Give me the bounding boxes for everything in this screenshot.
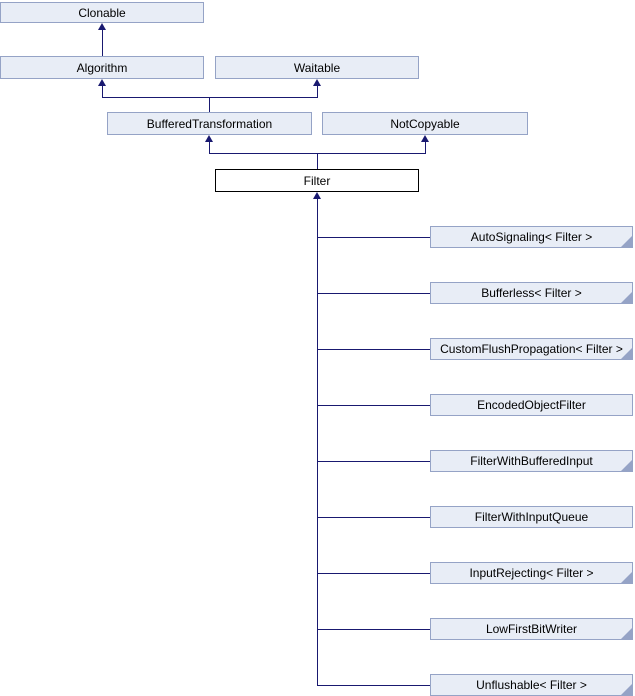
node-bufferless[interactable]: Bufferless< Filter >	[430, 282, 633, 304]
node-custom-flush-propagation[interactable]: CustomFlushPropagation< Filter >	[430, 338, 633, 360]
node-filter: Filter	[215, 169, 419, 192]
node-label: Filter	[303, 173, 331, 188]
folded-corner-icon	[621, 236, 632, 247]
node-label: NotCopyable	[390, 116, 460, 131]
node-label: LowFirstBitWriter	[485, 622, 578, 636]
edge-line	[317, 517, 430, 518]
node-waitable[interactable]: Waitable	[215, 56, 419, 79]
node-filter-with-input-queue[interactable]: FilterWithInputQueue	[430, 506, 633, 528]
folded-corner-icon	[621, 348, 632, 359]
node-not-copyable[interactable]: NotCopyable	[322, 112, 528, 135]
folded-corner-icon	[621, 628, 632, 639]
node-label: EncodedObjectFilter	[477, 398, 586, 412]
node-input-rejecting[interactable]: InputRejecting< Filter >	[430, 562, 633, 584]
arrowhead-icon	[205, 135, 213, 142]
node-label: Clonable	[78, 5, 126, 20]
node-label: Waitable	[293, 60, 341, 75]
edge-line	[209, 142, 210, 153]
edge-line	[425, 142, 426, 153]
edge-line	[209, 97, 210, 112]
node-label: FilterWithInputQueue	[474, 510, 589, 524]
edge-line	[317, 629, 430, 630]
arrowhead-icon	[313, 192, 321, 199]
edge-line	[317, 405, 430, 406]
node-label: Bufferless< Filter >	[481, 286, 582, 300]
node-label: CustomFlushPropagation< Filter >	[440, 342, 623, 356]
folded-corner-icon	[621, 460, 632, 471]
edge-line	[317, 293, 430, 294]
node-filter-with-buffered-input[interactable]: FilterWithBufferedInput	[430, 450, 633, 472]
folded-corner-icon	[621, 292, 632, 303]
edge-line	[317, 349, 430, 350]
edge-line	[317, 153, 318, 169]
node-algorithm[interactable]: Algorithm	[0, 56, 204, 79]
arrowhead-icon	[98, 79, 106, 86]
edge-line	[102, 86, 103, 97]
edge-line	[102, 97, 318, 98]
edge-line	[317, 86, 318, 97]
node-label: FilterWithBufferedInput	[470, 454, 593, 468]
node-label: InputRejecting< Filter >	[469, 566, 594, 580]
edge-line	[317, 461, 430, 462]
edge-line	[317, 237, 430, 238]
node-label: Algorithm	[76, 60, 128, 75]
edge-line	[317, 573, 430, 574]
edge-line	[317, 685, 430, 686]
node-low-first-bit-writer[interactable]: LowFirstBitWriter	[430, 618, 633, 640]
node-auto-signaling[interactable]: AutoSignaling< Filter >	[430, 226, 633, 248]
folded-corner-icon	[621, 684, 632, 695]
arrowhead-icon	[421, 135, 429, 142]
node-label: Unflushable< Filter >	[476, 678, 587, 692]
node-encoded-object-filter[interactable]: EncodedObjectFilter	[430, 394, 633, 416]
node-buffered-transformation[interactable]: BufferedTransformation	[107, 112, 312, 135]
node-unflushable[interactable]: Unflushable< Filter >	[430, 674, 633, 696]
edge-line	[102, 30, 103, 56]
arrowhead-icon	[98, 23, 106, 30]
node-label: BufferedTransformation	[146, 116, 273, 131]
arrowhead-icon	[313, 79, 321, 86]
node-clonable[interactable]: Clonable	[0, 2, 204, 23]
node-label: AutoSignaling< Filter >	[470, 230, 593, 244]
edge-line	[317, 199, 318, 686]
folded-corner-icon	[621, 572, 632, 583]
